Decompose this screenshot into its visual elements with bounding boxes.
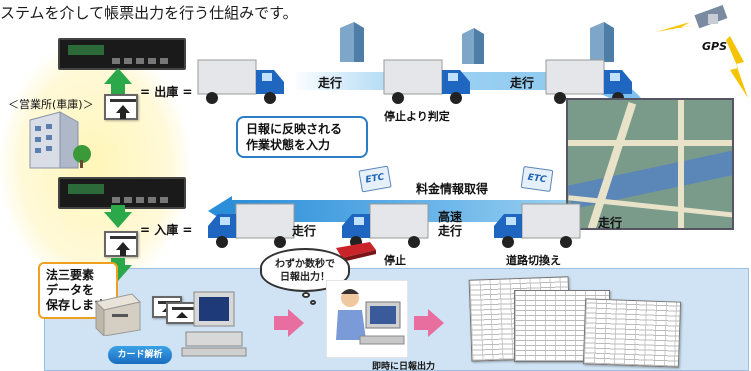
map-screen <box>566 98 734 230</box>
stop-label: 停止 <box>384 254 406 267</box>
output-label: 即時に日報出力 <box>372 362 436 371</box>
card-bottom-icon <box>104 231 138 257</box>
drive-label-1: 走行 <box>318 76 343 90</box>
work-status-callout: 日報に反映される 作業状態を入力 <box>236 116 368 158</box>
office-label: ＜営業所(車庫)＞ <box>8 98 94 111</box>
card-pc-2-icon <box>166 302 196 324</box>
road-switch-label: 道路切換え <box>506 254 561 267</box>
pink-arrow-1-stem <box>274 316 288 330</box>
stop-board-icon <box>336 242 376 262</box>
gps-label: GPS <box>702 40 728 53</box>
recorder-device-top <box>58 38 186 70</box>
office-building-icon <box>29 111 91 169</box>
card-analysis-button[interactable]: カード解析 <box>108 346 172 364</box>
green-down-arrow-icon <box>104 212 132 228</box>
operator-icon <box>326 280 408 358</box>
building-1-icon <box>340 22 364 62</box>
pink-arrow-2-stem <box>414 316 428 330</box>
green-down-arrow-2-stem <box>111 258 125 266</box>
green-up-arrow-icon <box>104 68 132 84</box>
pink-arrow-1-icon <box>288 309 304 337</box>
truck-4-icon <box>208 203 295 248</box>
personal-computer-icon <box>181 291 247 357</box>
green-up-arrow-stem <box>111 84 125 94</box>
speed-bubble: わずか数秒で 日報出力！ <box>260 248 350 292</box>
etc-card-2-icon: ETC <box>520 166 554 192</box>
green-down-arrow-stem <box>111 205 125 213</box>
card-top-icon <box>104 94 138 120</box>
bubble-dot-1 <box>302 292 310 298</box>
gps-satellite-icon <box>656 4 748 98</box>
recorder-device-bottom <box>58 177 186 209</box>
truck-1-icon <box>197 59 284 104</box>
shukko-label: = 出庫 = <box>140 85 193 99</box>
building-3-icon <box>590 22 614 62</box>
highway-label: 高速 走行 <box>438 210 463 238</box>
header-text: ステムを介して帳票出力を行う仕組みです。 <box>0 4 298 22</box>
drive-label-2: 走行 <box>510 76 535 90</box>
nyuko-label: = 入庫 = <box>140 223 193 237</box>
stop-judge-label: 停止より判定 <box>384 110 450 123</box>
report-doc-3 <box>582 298 682 368</box>
building-2-icon <box>462 28 484 64</box>
pink-arrow-2-icon <box>428 309 444 337</box>
etc-card-1-icon: ETC <box>358 165 392 193</box>
truck-6-icon <box>494 203 581 248</box>
bubble-dot-2 <box>310 300 316 305</box>
card-reader-icon <box>95 293 141 336</box>
truck-5-icon <box>342 203 429 248</box>
drive-label-3: 走行 <box>292 224 317 238</box>
truck-2-icon <box>383 59 470 104</box>
drive-label-4: 走行 <box>598 216 623 230</box>
toll-info-label: 料金情報取得 <box>416 182 489 196</box>
